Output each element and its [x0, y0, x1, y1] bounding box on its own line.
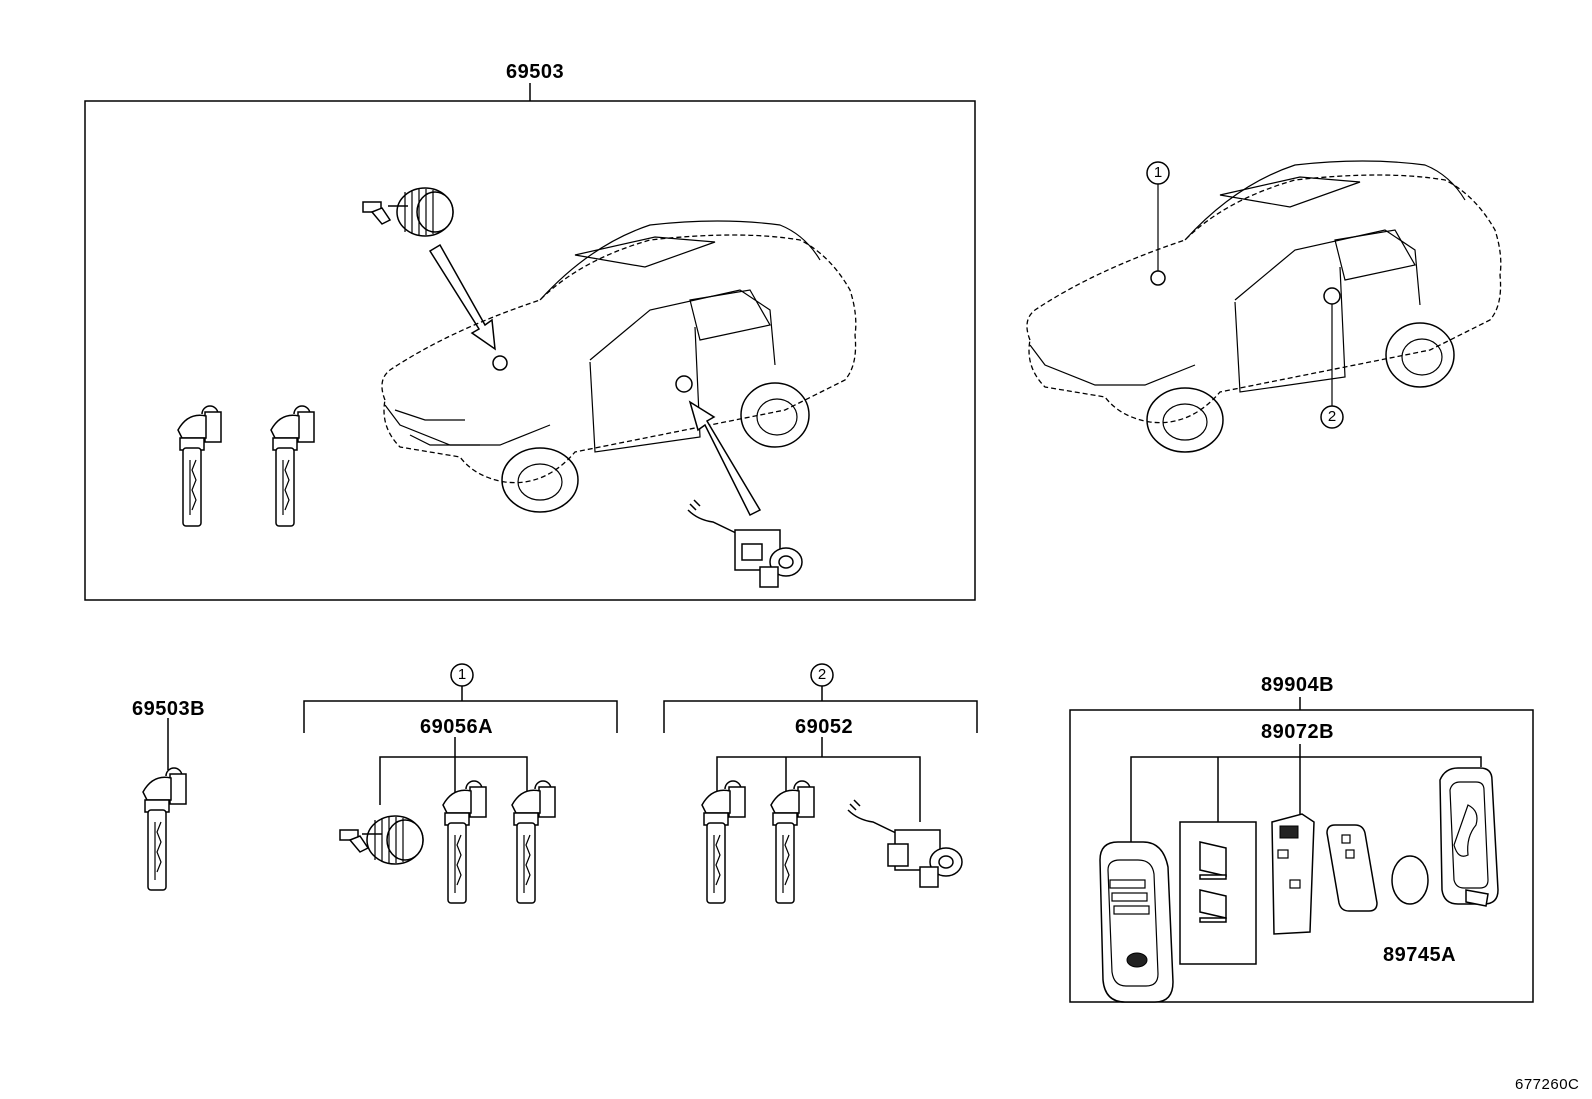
part-number-89745A: 89745A: [1383, 944, 1457, 966]
key-69503B: [142, 718, 187, 891]
callout-1-marker-car: [1146, 161, 1170, 185]
vehicle-illustration-callouts: [1026, 160, 1502, 453]
ignition-switch-69052: [847, 799, 963, 888]
pointer-arrow-hood: [428, 243, 496, 351]
callout-2-label-car: 2: [1327, 408, 1337, 425]
callout-2-label-group: 2: [817, 666, 827, 683]
remote-case-back: [1439, 767, 1499, 907]
key-left-1: [177, 405, 222, 527]
vehicle-illustration-kit: [381, 220, 857, 513]
group-89072B-leaders: [1130, 744, 1482, 845]
group-69052-leaders: [716, 737, 921, 822]
part-number-69052: 69052: [795, 716, 854, 738]
group-69056A-leaders: [379, 737, 528, 805]
group-callout-2-bracket: [663, 663, 978, 733]
remote-key-card: [1326, 824, 1378, 912]
part-number-89072B: 89072B: [1261, 721, 1335, 743]
key-69056A-2: [511, 780, 556, 904]
key-69056A-1: [442, 780, 487, 904]
lock-cylinder-69056A: [339, 815, 424, 865]
remote-case-front: [1099, 841, 1174, 1003]
figure-id: 677260C: [1515, 1076, 1580, 1093]
lock-cylinder-top: [362, 187, 454, 237]
remote-buttons-set: [1179, 821, 1257, 965]
remote-circuit-board: [1271, 813, 1315, 935]
callout-2-marker-car: [1320, 405, 1344, 429]
box-89904B: [1069, 697, 1534, 1003]
part-number-69056A: 69056A: [420, 716, 494, 738]
battery-89745A: [1391, 855, 1429, 905]
part-number-69503: 69503: [506, 61, 565, 83]
callout-1-label-car: 1: [1153, 164, 1163, 181]
ignition-switch-kit: [687, 499, 803, 588]
part-number-89904B: 89904B: [1261, 674, 1335, 696]
pointer-arrow-door: [688, 400, 762, 517]
callout-1-label-group: 1: [457, 666, 467, 683]
key-69052-1: [701, 780, 746, 904]
key-left-2: [270, 405, 315, 527]
key-69052-2: [770, 780, 815, 904]
kit-69503-box: [84, 83, 976, 601]
group-callout-1-bracket: [303, 663, 618, 733]
part-number-69503B: 69503B: [132, 698, 206, 720]
